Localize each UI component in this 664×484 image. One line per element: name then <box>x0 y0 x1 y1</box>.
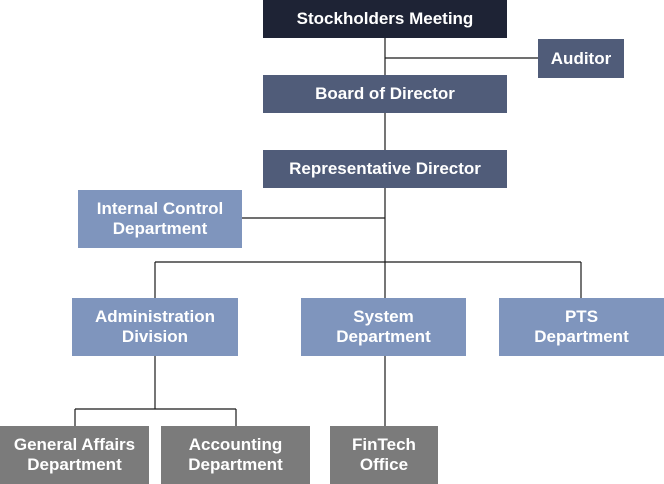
accounting-department-box: Accounting Department <box>161 426 310 484</box>
representative-director-box: Representative Director <box>263 150 507 188</box>
general-affairs-department-box: General Affairs Department <box>0 426 149 484</box>
administration-division-box: Administration Division <box>72 298 238 356</box>
pts-department-box: PTS Department <box>499 298 664 356</box>
system-department-box: System Department <box>301 298 466 356</box>
board-of-director-box: Board of Director <box>263 75 507 113</box>
stockholders-meeting-box: Stockholders Meeting <box>263 0 507 38</box>
fintech-office-box: FinTech Office <box>330 426 438 484</box>
internal-control-department-box: Internal Control Department <box>78 190 242 248</box>
auditor-box: Auditor <box>538 39 624 78</box>
